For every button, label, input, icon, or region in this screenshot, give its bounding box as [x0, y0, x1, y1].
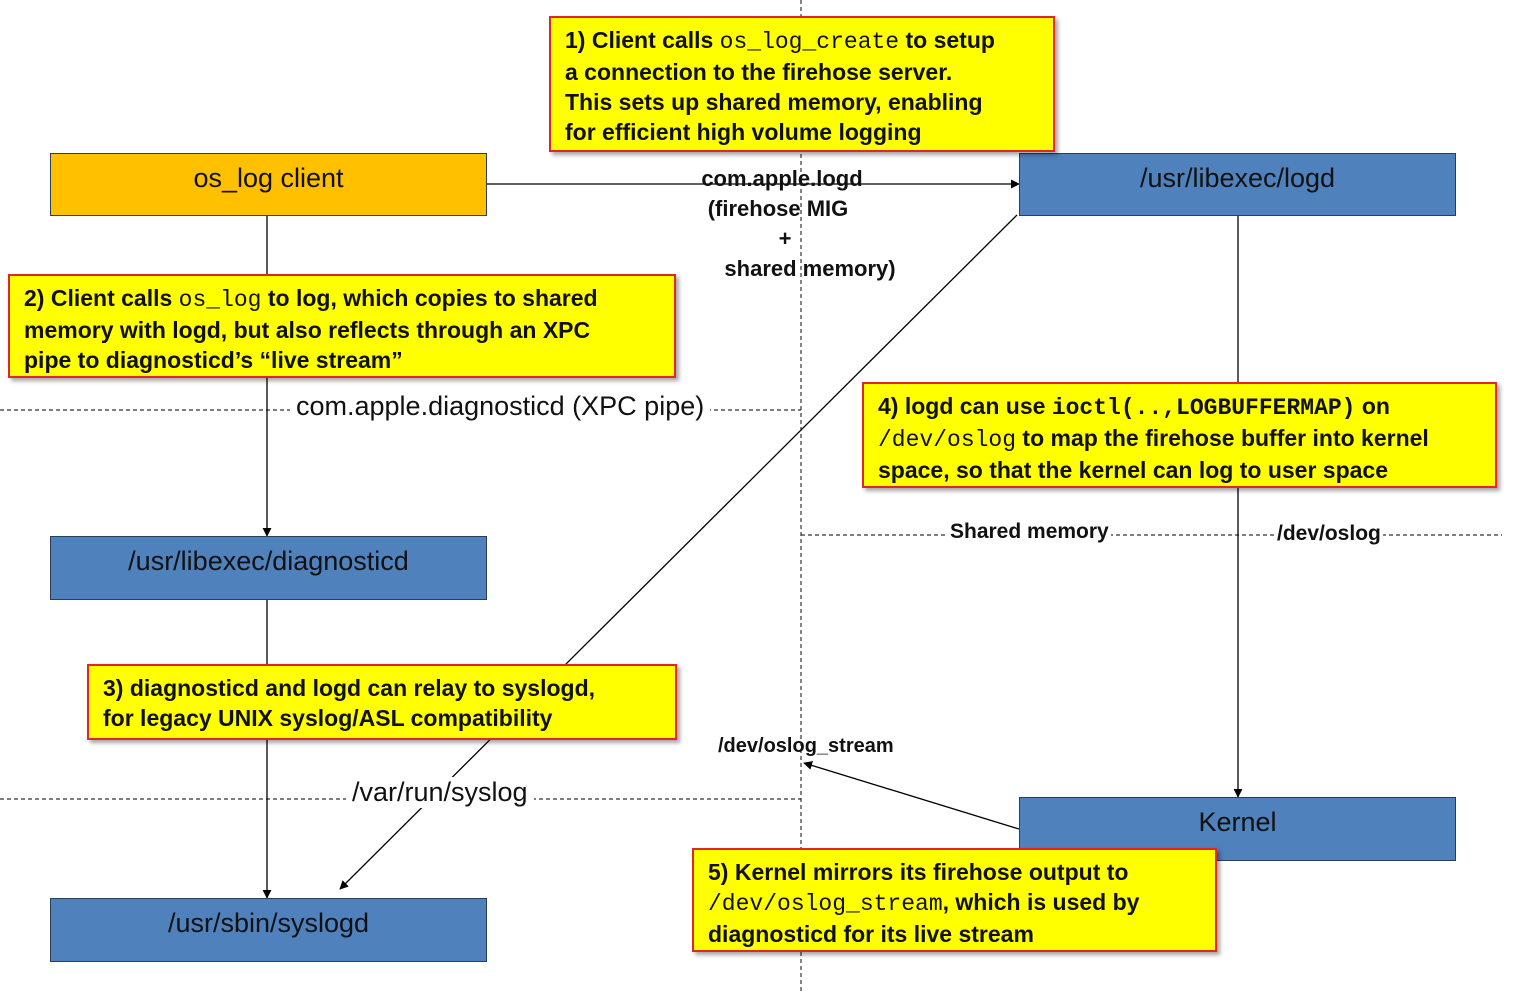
kernel-label: Kernel — [1198, 807, 1277, 837]
note-2-line-2: memory with logd, but also reflects thro… — [24, 317, 591, 343]
note-3-line-1: 3) diagnosticd and logd can relay to sys… — [103, 675, 596, 701]
mig-line-4: shared memory) — [724, 256, 896, 281]
label-var-run-syslog: /var/run/syslog — [346, 777, 534, 808]
mig-line-1: com.apple.logd — [701, 166, 863, 191]
note-3-syslogd-relay: 3) diagnosticd and logd can relay to sys… — [87, 664, 677, 740]
note-2-line-1: 2) Client calls os_log to log, which cop… — [24, 285, 598, 313]
note-5-line-2: /dev/oslog_stream, which is used by — [708, 889, 1140, 917]
note-2-os-log: 2) Client calls os_log to log, which cop… — [8, 274, 676, 378]
logd-box: /usr/libexec/logd — [1019, 153, 1456, 216]
syslogd-box: /usr/sbin/syslogd — [50, 898, 487, 962]
diagnosticd-box: /usr/libexec/diagnosticd — [50, 536, 487, 600]
label-dev-oslog: /dev/oslog — [1275, 522, 1383, 546]
note-4-line-1: 4) logd can use ioctl(..,LOGBUFFERMAP) o… — [878, 393, 1390, 421]
note-1-line-3: This sets up shared memory, enabling — [565, 89, 983, 115]
note-1-line-1: 1) Client calls os_log_create to setup — [565, 27, 995, 55]
note-1-os-log-create: 1) Client calls os_log_create to setup a… — [549, 16, 1055, 152]
note-4-line-3: space, so that the kernel can log to use… — [878, 457, 1389, 483]
note-4-logbuffermap: 4) logd can use ioctl(..,LOGBUFFERMAP) o… — [862, 382, 1497, 488]
note-5-oslog-stream: 5) Kernel mirrors its firehose output to… — [692, 848, 1217, 952]
syslogd-label: /usr/sbin/syslogd — [167, 908, 370, 938]
label-dev-oslog-stream: /dev/oslog_stream — [718, 735, 894, 757]
label-firehose-mig: com.apple.logd (firehose MIG + shared me… — [680, 164, 910, 284]
note-4-line-2: /dev/oslog to map the firehose buffer in… — [878, 425, 1429, 453]
mig-line-3: + — [778, 226, 792, 251]
diagnosticd-label: /usr/libexec/diagnosticd — [128, 546, 409, 576]
os-log-client-label: os_log client — [193, 163, 344, 193]
arrow-logd-to-syslogd — [339, 214, 1018, 890]
mig-line-2: (firehose MIG — [707, 196, 849, 221]
note-3-line-2: for legacy UNIX syslog/ASL compatibility — [103, 705, 553, 731]
note-2-line-3: pipe to diagnosticd’s “live stream” — [24, 347, 403, 373]
arrow-kernel-to-oslog-stream — [803, 761, 1020, 830]
label-xpc-pipe: com.apple.diagnosticd (XPC pipe) — [290, 391, 711, 422]
label-shared-memory: Shared memory — [948, 520, 1111, 544]
note-5-line-1: 5) Kernel mirrors its firehose output to — [708, 859, 1129, 885]
note-1-line-2: a connection to the firehose server. — [565, 59, 953, 85]
note-1-line-4: for efficient high volume logging — [565, 119, 922, 145]
os-log-client-box: os_log client — [50, 153, 487, 216]
logd-label: /usr/libexec/logd — [1139, 163, 1336, 193]
note-5-line-3: diagnosticd for its live stream — [708, 921, 1034, 947]
